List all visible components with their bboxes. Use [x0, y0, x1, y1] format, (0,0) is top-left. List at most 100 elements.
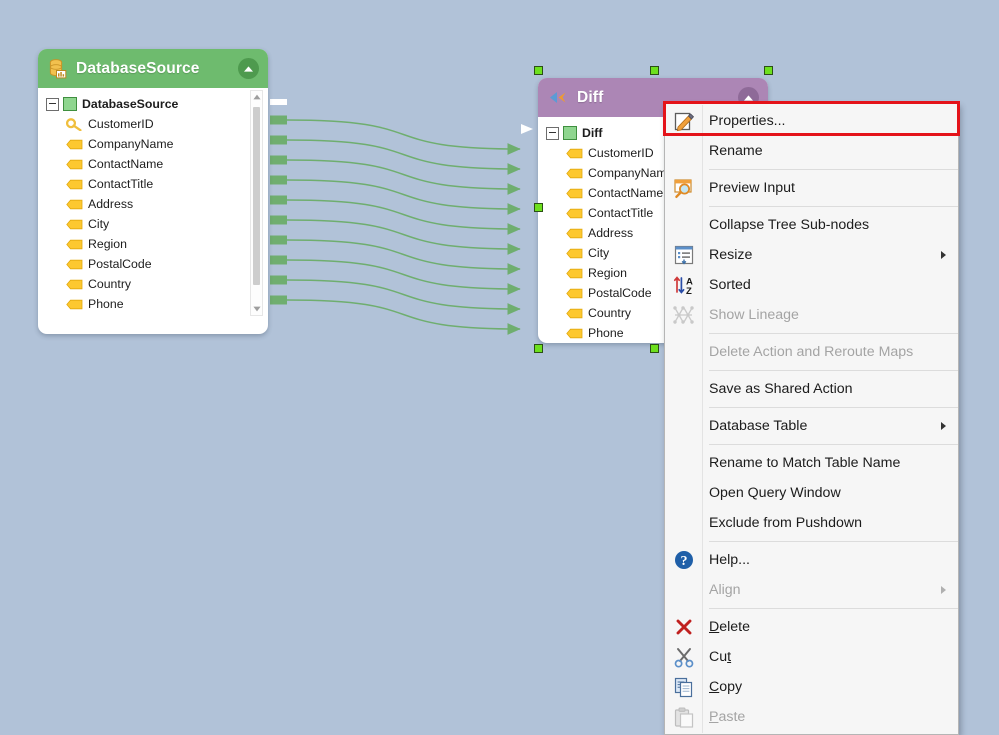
connector-stub: [270, 155, 287, 165]
menu-item-align: Align: [665, 575, 958, 605]
selection-handle-top-right[interactable]: [764, 66, 773, 75]
tree-field-row[interactable]: CompanyName: [538, 163, 768, 183]
tree-field-row[interactable]: Address: [538, 223, 768, 243]
field-icon: [566, 327, 583, 340]
tree-field-row[interactable]: CustomerID: [38, 114, 268, 134]
menu-item-label: Paste: [709, 709, 746, 725]
tree-field-label: ContactTitle: [588, 206, 654, 220]
tree-field-row[interactable]: Country: [538, 303, 768, 323]
field-icon: [566, 227, 583, 240]
collapse-minus-icon[interactable]: [46, 97, 59, 111]
menu-item-copy[interactable]: Copy: [665, 672, 958, 702]
field-icon: [566, 287, 583, 300]
tree-field-row[interactable]: City: [538, 243, 768, 263]
field-icon: [566, 187, 583, 200]
field-icon: [66, 198, 83, 211]
database-icon: [49, 58, 67, 79]
tree-field-row[interactable]: City: [38, 214, 268, 234]
menu-item-help[interactable]: ?Help...: [665, 545, 958, 575]
vertical-scrollbar[interactable]: [250, 90, 263, 316]
scrollbar-thumb[interactable]: [253, 107, 260, 285]
tree-field-row[interactable]: Region: [538, 263, 768, 283]
selection-handle-bottom-left[interactable]: [534, 344, 543, 353]
menu-item-open-query-window[interactable]: Open Query Window: [665, 478, 958, 508]
node-type-square-icon: [563, 126, 577, 140]
tree-field-row[interactable]: Phone: [38, 294, 268, 314]
menu-item-rename-to-match-table-name[interactable]: Rename to Match Table Name: [665, 448, 958, 478]
menu-separator: [709, 206, 958, 207]
menu-item-properties[interactable]: Properties...: [665, 106, 958, 136]
preview-icon: [673, 177, 695, 199]
menu-item-save-as-shared-action[interactable]: Save as Shared Action: [665, 374, 958, 404]
tree-field-row[interactable]: Phone: [538, 323, 768, 343]
field-icon: [566, 207, 583, 220]
paste-icon: [673, 706, 695, 728]
tree-field-label: Country: [88, 277, 132, 291]
connector-stub: [270, 295, 287, 305]
menu-separator: [709, 370, 958, 371]
connector-stub: [270, 195, 287, 205]
field-icon: [66, 278, 83, 291]
tree-field-row[interactable]: Region: [38, 234, 268, 254]
menu-item-label: Delete Action and Reroute Maps: [709, 344, 914, 360]
lineage-icon: [673, 304, 695, 326]
menu-item-resize[interactable]: Resize: [665, 240, 958, 270]
selection-handle-top-left[interactable]: [534, 66, 543, 75]
node-title-database-source: DatabaseSource: [76, 59, 200, 77]
tree-field-row[interactable]: ContactName: [538, 183, 768, 203]
chevron-up-icon[interactable]: [238, 58, 259, 79]
connector-line: [286, 199, 521, 235]
connector-line: [286, 239, 521, 275]
selection-handle-bottom-center[interactable]: [650, 344, 659, 353]
tree-field-row[interactable]: PostalCode: [538, 283, 768, 303]
menu-item-exclude-from-pushdown[interactable]: Exclude from Pushdown: [665, 508, 958, 538]
menu-item-label: Database Table: [709, 418, 808, 434]
menu-item-label: Rename to Match Table Name: [709, 455, 901, 471]
tree-field-row[interactable]: PostalCode: [38, 254, 268, 274]
field-icon: [66, 158, 83, 171]
tree-field-row[interactable]: CustomerID: [538, 143, 768, 163]
connector-stub: [270, 235, 287, 245]
selection-handle-top-center[interactable]: [650, 66, 659, 75]
menu-item-rename[interactable]: Rename: [665, 136, 958, 166]
tree-field-row[interactable]: CompanyName: [38, 134, 268, 154]
node-database-source[interactable]: DatabaseSource DatabaseSource CustomerID…: [38, 49, 268, 334]
tree-field-label: Phone: [588, 326, 624, 340]
menu-item-delete[interactable]: Delete: [665, 612, 958, 642]
tree-field-label: Country: [588, 306, 632, 320]
node-type-square-icon: [63, 97, 77, 111]
node-header-database-source[interactable]: DatabaseSource: [38, 49, 268, 88]
submenu-arrow-icon: [941, 251, 946, 259]
node-header-diff[interactable]: Diff: [538, 78, 768, 117]
menu-separator: [709, 169, 958, 170]
connector-stub: [270, 115, 287, 125]
menu-item-cut[interactable]: Cut: [665, 642, 958, 672]
cut-icon: [673, 646, 695, 668]
connector-line: [286, 139, 521, 175]
menu-item-collapse-tree-sub-nodes[interactable]: Collapse Tree Sub-nodes: [665, 210, 958, 240]
tree-root-row[interactable]: DatabaseSource: [38, 94, 268, 114]
tree-root-row[interactable]: Diff: [538, 123, 768, 143]
field-icon: [66, 178, 83, 191]
tree-field-row[interactable]: ContactName: [38, 154, 268, 174]
menu-item-label: Preview Input: [709, 180, 795, 196]
tree-field-label: Address: [588, 226, 634, 240]
menu-item-database-table[interactable]: Database Table: [665, 411, 958, 441]
connector-line: [286, 179, 521, 215]
tree-field-row[interactable]: Address: [38, 194, 268, 214]
scroll-down-arrow-icon[interactable]: [251, 303, 262, 315]
tree-root-label: DatabaseSource: [82, 97, 179, 111]
scroll-up-arrow-icon[interactable]: [251, 91, 262, 103]
menu-item-preview-input[interactable]: Preview Input: [665, 173, 958, 203]
collapse-minus-icon[interactable]: [546, 126, 559, 140]
tree-field-row[interactable]: ContactTitle: [538, 203, 768, 223]
tree-field-row[interactable]: ContactTitle: [38, 174, 268, 194]
menu-separator: [709, 444, 958, 445]
selection-handle-middle-left[interactable]: [534, 203, 543, 212]
tree-field-row[interactable]: Country: [38, 274, 268, 294]
